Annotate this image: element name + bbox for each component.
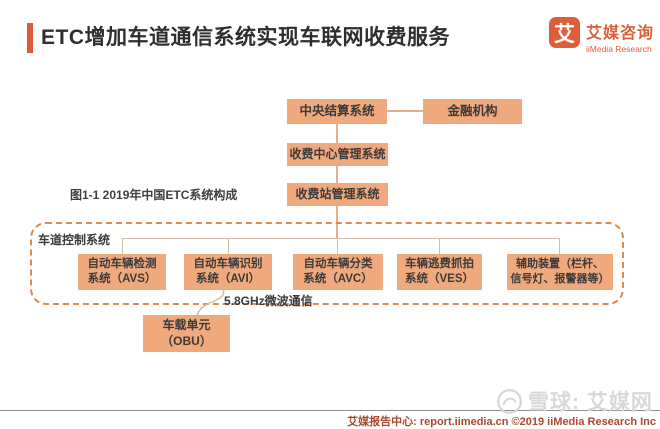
node-avs: 自动车辆检测 系统（AVS）	[78, 254, 166, 290]
node-ves-line2: 系统（VES）	[404, 273, 474, 285]
xueqiu-watermark-text: 雪球: 艾媒网	[528, 391, 653, 414]
lane-control-group-label: 车道控制系统	[38, 233, 111, 247]
node-avc-line1: 自动车辆分类	[303, 257, 373, 270]
iimedia-logo-icon: 艾	[549, 17, 580, 48]
node-financial-institution: 金融机构	[423, 99, 522, 124]
iimedia-logo-name-cn: 艾媒咨询	[586, 25, 655, 42]
lane-control-group-border	[30, 222, 624, 305]
node-avi-line1: 自动车辆识别	[193, 257, 263, 270]
node-avs-line2: 系统（AVS）	[87, 273, 157, 285]
connector-avi-to-obu-curve	[196, 289, 225, 317]
page-title: ETC增加车道通信系统实现车联网收费服务	[41, 26, 450, 49]
node-auxiliary-line2: 信号灯、报警器等）	[510, 273, 610, 285]
xueqiu-watermark: 雪球: 艾媒网	[496, 386, 653, 416]
node-toll-station-management-label: 收费站管理系统	[295, 186, 380, 201]
node-ves-line1: 车辆逃费抓拍	[405, 257, 474, 270]
node-obu-line1: 车载单元	[162, 317, 211, 332]
title-accent-bar	[27, 23, 33, 53]
node-toll-center-management: 收费中心管理系统	[287, 143, 388, 166]
node-toll-station-management: 收费站管理系统	[287, 183, 388, 206]
node-central-settlement-label: 中央结算系统	[299, 104, 375, 119]
node-auxiliary-line1: 辅助装置（栏杆、	[516, 258, 604, 271]
connector-drop-ves	[439, 238, 440, 254]
iimedia-logo-name-en: iiMedia Research	[586, 44, 652, 54]
xueqiu-snowball-icon	[497, 388, 522, 414]
connector-drop-avs	[122, 238, 123, 254]
node-obu-line2: （OBU）	[161, 333, 212, 348]
node-financial-institution-label: 金融机构	[447, 104, 498, 119]
node-toll-center-management-label: 收费中心管理系统	[289, 146, 386, 161]
iimedia-logo-text: 艾媒咨询 iiMedia Research	[586, 17, 654, 54]
connector-tollcenter-to-tollstation	[336, 166, 338, 183]
node-avs-line1: 自动车辆检测	[87, 257, 157, 270]
node-central-settlement: 中央结算系统	[287, 99, 387, 124]
node-ves: 车辆逃费抓拍 系统（VES）	[397, 254, 482, 290]
connector-drop-avc	[337, 238, 338, 254]
node-avi: 自动车辆识别 系统（AVI）	[184, 254, 272, 290]
connector-lane-bus	[122, 238, 560, 239]
connector-central-to-finance	[387, 110, 423, 112]
node-avi-line2: 系统（AVI）	[195, 273, 261, 285]
node-obu: 车载单元 （OBU）	[143, 315, 230, 352]
connector-drop-auxiliary	[559, 238, 560, 254]
microwave-link-label: 5.8GHz微波通信	[224, 294, 313, 308]
connector-drop-avi	[228, 238, 229, 254]
node-avc: 自动车辆分类 系统（AVC）	[293, 254, 383, 290]
connector-central-to-tollcenter	[336, 124, 338, 143]
figure-caption: 图1-1 2019年中国ETC系统构成	[70, 188, 238, 202]
iimedia-logo: 艾 艾媒咨询 iiMedia Research	[549, 17, 654, 54]
footer-credit: 艾媒报告中心: report.iimedia.cn ©2019 iiMedia …	[347, 416, 656, 428]
footer-divider	[0, 410, 660, 411]
node-auxiliary-devices: 辅助装置（栏杆、 信号灯、报警器等）	[507, 254, 613, 290]
node-avc-line2: 系统（AVC）	[303, 273, 373, 285]
